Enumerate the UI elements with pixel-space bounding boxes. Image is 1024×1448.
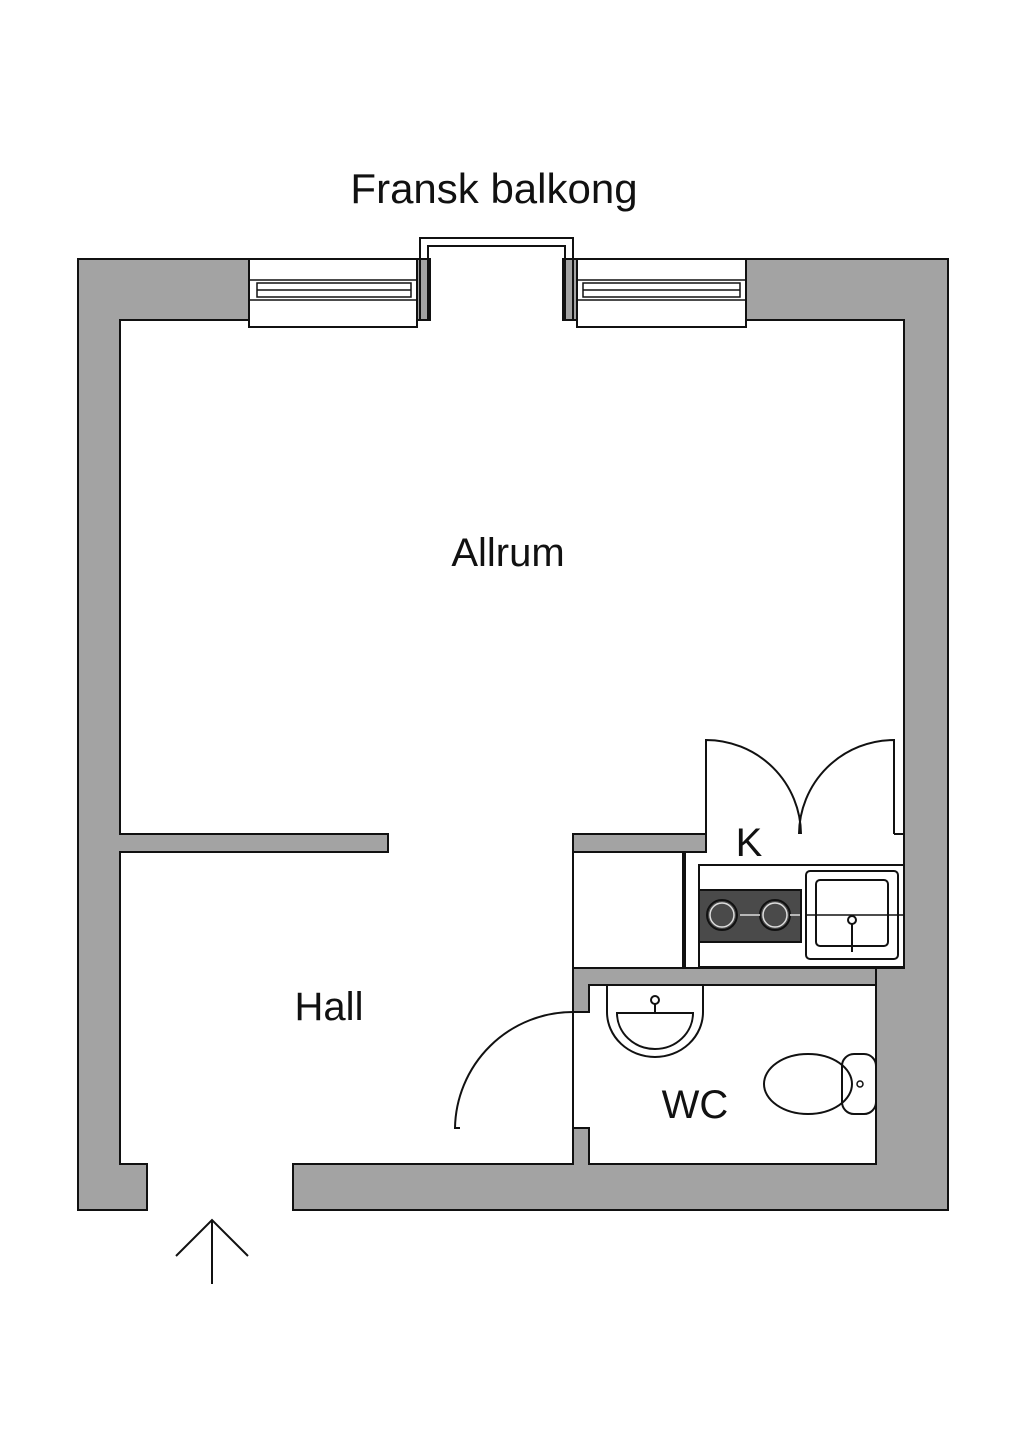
room-label-kitchen: K [736, 821, 763, 865]
wc-door [453, 1011, 574, 1129]
stove-icon [698, 889, 802, 943]
washbasin-icon [606, 985, 704, 1058]
storage-box [572, 851, 684, 969]
kitchen-doors [705, 738, 904, 835]
room-label-hall: Hall [295, 985, 364, 1029]
outer-walls [77, 258, 949, 1211]
wc-top-wall [572, 967, 877, 1013]
kitchen-sink-icon [805, 870, 904, 960]
window-right [576, 258, 747, 328]
window-left [248, 258, 418, 328]
balcony-label: Fransk balkong [350, 165, 637, 212]
room-label-wc: WC [662, 1083, 729, 1127]
toilet-icon [763, 1053, 877, 1115]
entrance-arrow-icon [175, 1218, 249, 1284]
room-label-allrum: Allrum [451, 531, 564, 575]
french-balcony-railing [419, 237, 574, 320]
